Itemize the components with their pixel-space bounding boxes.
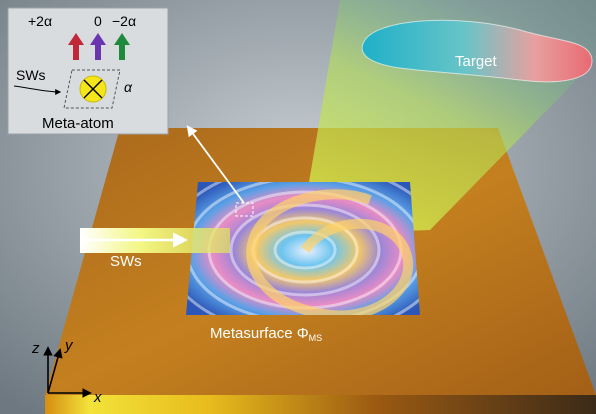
order-zero-arrow bbox=[90, 33, 106, 60]
zoom-arrow bbox=[186, 125, 245, 204]
meta-atom-cell bbox=[63, 69, 121, 109]
order-zero-label: 0 bbox=[94, 13, 102, 29]
order-plus-arrow bbox=[68, 33, 84, 60]
order-minus-arrow bbox=[114, 33, 130, 60]
inset-panel bbox=[7, 7, 169, 135]
y-axis-label: y bbox=[64, 337, 74, 354]
target-label: Target bbox=[455, 53, 498, 70]
target-region bbox=[361, 19, 593, 83]
order-minus-label: −2α bbox=[112, 13, 136, 29]
meta-atom-inset: +2α 0 −2α SWs α Meta-atom bbox=[7, 7, 169, 135]
coordinate-axes: z y x bbox=[31, 337, 102, 406]
alpha-label: α bbox=[124, 79, 133, 95]
order-plus-label: +2α bbox=[28, 13, 52, 29]
sws-label: SWs bbox=[110, 253, 142, 270]
x-axis-label: x bbox=[93, 389, 102, 406]
y-axis bbox=[47, 348, 63, 394]
z-axis-label: z bbox=[31, 340, 40, 357]
inset-caption: Meta-atom bbox=[42, 115, 114, 132]
substrate-edge bbox=[45, 395, 596, 414]
inset-sws-arrow bbox=[13, 85, 62, 95]
meta-atom-bar-2 bbox=[83, 79, 103, 99]
inset-sws-label: SWs bbox=[16, 67, 46, 83]
metasurface-label: Metasurface ΦMS bbox=[210, 325, 322, 343]
